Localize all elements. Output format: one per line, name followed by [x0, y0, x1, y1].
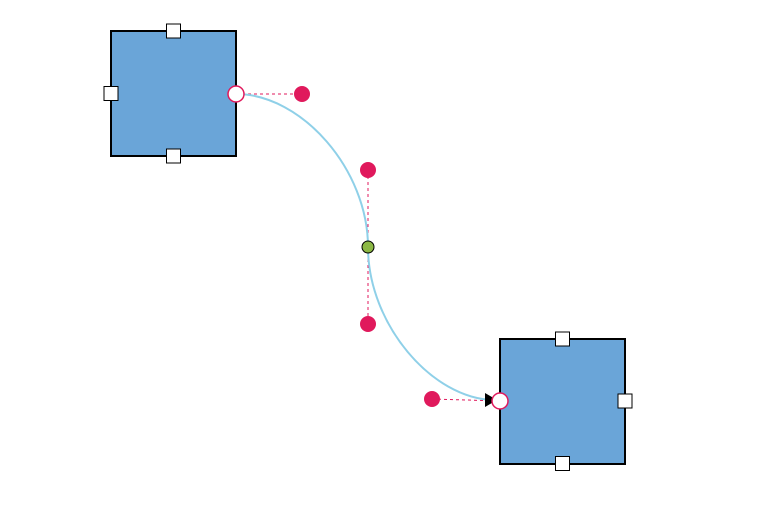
- node-1-shape[interactable]: [110, 30, 237, 157]
- connector-source-endpoint[interactable]: [227, 85, 245, 103]
- control-handle-mid-upper[interactable]: [360, 162, 376, 178]
- node-1-port-bottom[interactable]: [166, 148, 181, 164]
- node-2-port-bottom[interactable]: [555, 456, 570, 471]
- node-2-port-top[interactable]: [555, 331, 570, 347]
- node-2-shape[interactable]: [499, 338, 626, 465]
- node-2[interactable]: [499, 331, 633, 471]
- node-1-port-top[interactable]: [166, 23, 181, 39]
- connector-target-endpoint[interactable]: [491, 392, 509, 410]
- node-1[interactable]: [103, 23, 237, 164]
- control-handle-source[interactable]: [294, 86, 310, 102]
- control-handle-mid-lower[interactable]: [360, 316, 376, 332]
- segment-midpoint-handle[interactable]: [361, 240, 375, 254]
- node-2-port-right[interactable]: [617, 393, 633, 409]
- connector-arrowhead: [485, 393, 497, 407]
- node-1-port-left[interactable]: [103, 86, 119, 101]
- control-handle-target[interactable]: [424, 391, 440, 407]
